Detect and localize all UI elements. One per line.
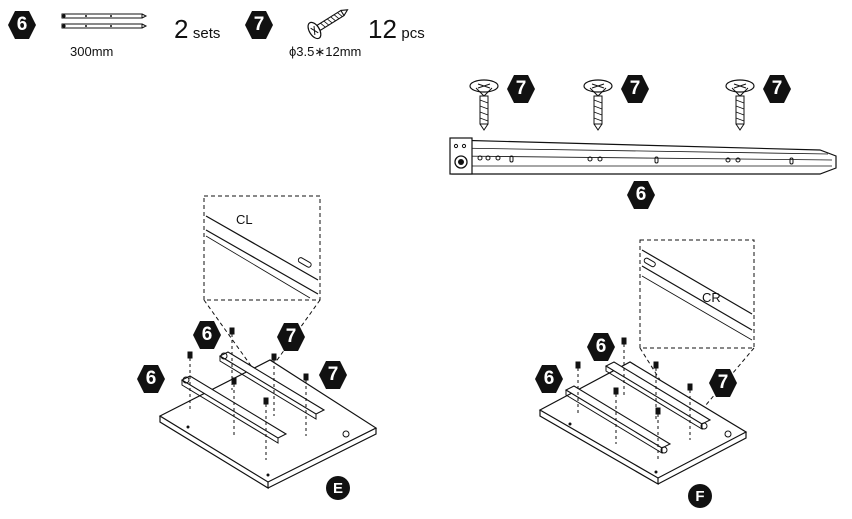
step-e-letter-badge: E — [326, 476, 350, 500]
step-f-detail-label: CR — [702, 290, 721, 305]
screw-size-label: ϕ3.5∗12mm — [289, 44, 362, 59]
screw-quantity: 12 pcs — [368, 14, 425, 45]
step-f-rail-badge-1: 6 — [586, 332, 616, 362]
step-f-rail-badge-2: 6 — [534, 364, 564, 394]
part-id-badge-rail: 6 — [7, 10, 37, 40]
screw-illustration-3 — [725, 79, 755, 131]
step-e-screw-badge-2: 7 — [318, 360, 348, 390]
step-e-rail-badge-1: 6 — [192, 320, 222, 350]
rail-screw-detail-illustration — [449, 79, 837, 175]
step-e-illustration — [158, 195, 378, 490]
rail-detail-rail-badge: 6 — [626, 180, 656, 210]
step-e-screw-badge-1: 7 — [276, 322, 306, 352]
rail-detail-screw-badge-3: 7 — [762, 74, 792, 104]
rail-detail-screw-badge-2: 7 — [620, 74, 650, 104]
step-f-screw-badge-1: 7 — [708, 368, 738, 398]
screw-illustration-1 — [469, 79, 499, 131]
screw-qty-unit: pcs — [401, 25, 425, 42]
rail-part-icon — [61, 13, 148, 29]
screw-part-icon — [307, 9, 349, 40]
part-id-badge-screw: 7 — [244, 10, 274, 40]
screw-illustration-2 — [583, 79, 613, 131]
step-e-detail-label: CL — [236, 212, 253, 227]
part-id-rail: 6 — [16, 14, 28, 35]
step-e-rail-badge-2: 6 — [136, 364, 166, 394]
rail-detail-screw-badge-1: 7 — [506, 74, 536, 104]
step-f-illustration — [538, 239, 755, 486]
part-id-screw: 7 — [253, 14, 265, 35]
rail-qty-number: 2 — [174, 14, 189, 44]
rail-size-label: 300mm — [70, 44, 114, 59]
rail-quantity: 2 sets — [174, 14, 220, 45]
screw-qty-number: 12 — [368, 14, 397, 44]
step-f-letter-badge: F — [688, 484, 712, 508]
rail-qty-unit: sets — [192, 25, 221, 42]
